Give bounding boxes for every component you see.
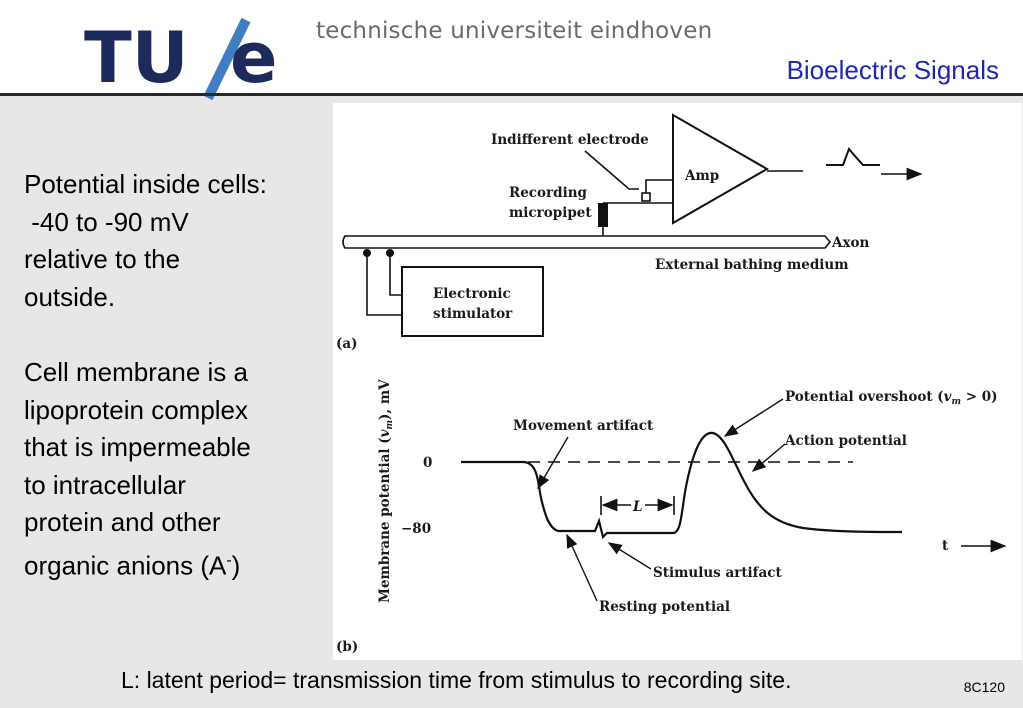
figure-drawing: Indifferent electrode Amp Recording micr… [336, 113, 1007, 655]
body-text: Potential inside cells: -40 to -90 mV re… [24, 166, 324, 585]
latent-label: L [632, 499, 643, 515]
text-line: outside. [24, 281, 116, 312]
overshoot-suffix: > 0) [961, 389, 998, 405]
label-bathing-medium: External bathing medium [655, 257, 849, 273]
text-line: Potential inside cells: [24, 169, 267, 199]
time-axis-label: t [942, 538, 949, 554]
y-axis-label-prefix: Membrane potential ( [377, 437, 393, 603]
amp-input-lead [645, 179, 673, 193]
electronic-stimulator [401, 266, 544, 337]
tue-logo: TU e [84, 17, 277, 100]
stimulus-artifact-pointer [607, 542, 652, 570]
spike-waveform [826, 147, 880, 166]
resting-potential-pointer [566, 533, 598, 602]
overshoot-sub: m [952, 397, 962, 407]
text-line-anions: organic anions (A-) [24, 542, 324, 585]
logo-text-e: e [230, 17, 277, 99]
logo-slash [203, 17, 251, 100]
footnote: L: latent period= transmission time from… [121, 667, 792, 693]
paragraph-gap [24, 316, 324, 354]
text-line: Cell membrane is a [24, 356, 248, 387]
logo-text-tu: TU [84, 17, 189, 99]
movement-artifact-pointer [537, 436, 569, 490]
panel-b-label: (b) [336, 639, 358, 655]
overshoot-prefix: Potential overshoot ( [785, 389, 944, 405]
label-potential-overshoot: Potential overshoot (vm > 0) [785, 389, 998, 407]
tick-label-minus80: −80 [401, 521, 431, 537]
label-amp: Amp [684, 168, 719, 184]
y-axis-label-var: v [377, 429, 393, 437]
label-micropipet: micropipet [509, 205, 592, 221]
y-axis-label-sub: m [385, 420, 395, 430]
text-line: -40 to -90 mV [24, 206, 189, 237]
label-indifferent-electrode: Indifferent electrode [491, 132, 649, 148]
anions-prefix: organic anions (A [24, 550, 227, 581]
stimulator-lead-2 [389, 253, 402, 296]
text-line: lipoprotein complex [24, 394, 249, 425]
label-axon: Axon [831, 235, 870, 251]
text-line: to intracellular [24, 469, 186, 500]
label-movement-artifact: Movement artifact [513, 418, 654, 434]
label-electronic: Electronic [433, 286, 511, 302]
label-stimulus-artifact: Stimulus artifact [653, 565, 782, 581]
panel-a-label: (a) [336, 336, 358, 352]
y-axis-label-suffix: ), mV [377, 379, 393, 420]
indifferent-electrode [641, 192, 651, 202]
membrane-potential-trace [461, 431, 903, 540]
label-stimulator: stimulator [433, 306, 513, 322]
text-line: that is impermeable [24, 432, 251, 463]
tick-label-zero: 0 [423, 455, 432, 471]
micropipet-body [598, 203, 608, 227]
text-line: relative to the [24, 244, 181, 275]
label-resting-potential: Resting potential [599, 599, 730, 615]
overshoot-var: v [944, 389, 952, 405]
label-action-potential: Action potential [784, 433, 907, 449]
overshoot-pointer [723, 398, 784, 437]
stimulator-lead-1 [366, 253, 402, 316]
axon [342, 235, 832, 249]
label-recording: Recording [509, 185, 588, 201]
slide-header: TU e technische universiteit eindhoven B… [0, 0, 1023, 100]
bioelectric-figure: Indifferent electrode Amp Recording micr… [333, 103, 1022, 660]
y-axis-label: Membrane potential (vm), mV [377, 379, 395, 603]
text-line: protein and other [24, 507, 221, 538]
header-divider [0, 93, 1023, 96]
indifferent-electrode-lead [584, 150, 639, 190]
action-potential-pointer [751, 443, 786, 472]
anions-suffix: ) [231, 550, 241, 581]
anion-charge: - [226, 551, 232, 569]
slide-title: Bioelectric Signals [786, 55, 999, 85]
slide-code: 8C120 [963, 679, 1005, 695]
amplifier [672, 113, 770, 225]
university-name: technische universiteit eindhoven [316, 18, 713, 44]
